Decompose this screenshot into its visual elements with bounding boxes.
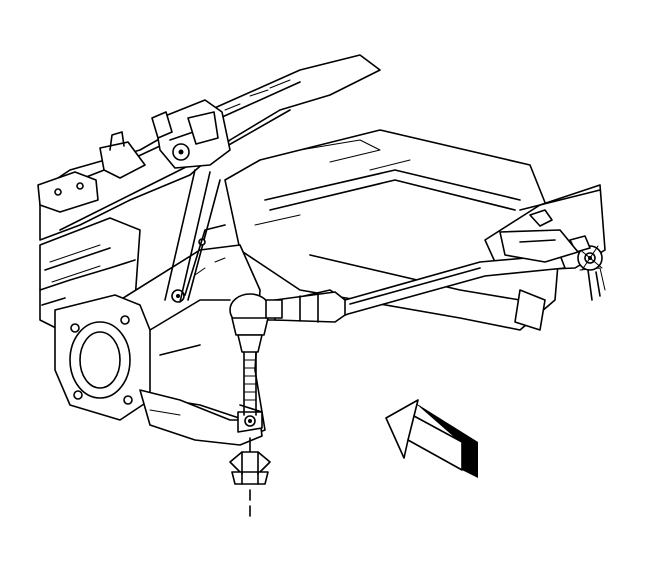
tie-rod-adjuster-sleeve <box>274 291 346 323</box>
upper-control-arm <box>151 99 231 169</box>
lower-control-arm <box>114 169 266 441</box>
castle-nut <box>229 437 271 517</box>
direction-arrow-icon <box>385 399 478 478</box>
outer-tie-rod-end <box>229 293 283 416</box>
